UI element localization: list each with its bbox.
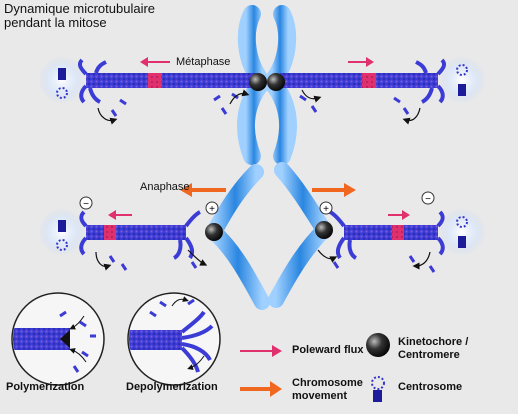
centrosome-icon — [38, 56, 86, 104]
microtubule-bundle — [77, 58, 256, 104]
legend-line: Chromosome — [292, 377, 363, 389]
centrosome-icon — [38, 208, 86, 256]
plus-sign: + — [209, 204, 215, 215]
legend-flux-label: Poleward flux — [292, 344, 364, 356]
kinetochore — [315, 221, 333, 239]
title-line: Dynamique microtubulaire — [4, 1, 156, 16]
kinetochore — [249, 73, 267, 91]
curved-arrows — [95, 249, 431, 271]
legend-movement-arrow — [240, 381, 282, 397]
centrosome-icon — [438, 208, 486, 256]
legend-line: movement — [292, 390, 348, 402]
metaphase-label: Métaphase — [176, 56, 231, 68]
legend-line: Kinetochore / — [398, 336, 469, 348]
title-line: pendant la mitose — [4, 15, 107, 30]
legend-kinetochore-label: Kinetochore / Centromere — [398, 336, 468, 362]
plus-end-marker: + — [205, 201, 219, 215]
kinetochore — [205, 223, 223, 241]
plus-end-marker: + — [319, 201, 333, 215]
microtubule-bundle — [329, 210, 445, 260]
plus-sign: + — [323, 204, 329, 215]
chromosome-movement-arrow — [180, 183, 226, 197]
chromosome-movement-arrow — [312, 183, 356, 197]
legend-centrosome-icon — [371, 376, 385, 402]
poleward-flux-arrow — [348, 57, 374, 67]
diagram-title: Dynamique microtubulaire pendant la mito… — [4, 2, 155, 30]
kinetochore — [267, 73, 285, 91]
legend-flux-arrow — [240, 345, 282, 357]
tubulin-subunits — [108, 255, 436, 273]
minus-sign: − — [83, 199, 89, 210]
anaphase-chromosome — [206, 162, 332, 310]
tubulin-subunits — [110, 92, 410, 117]
legend-centrosome-label: Centrosome — [398, 381, 463, 393]
poleward-flux-arrow — [388, 210, 410, 220]
microtubule-bundle — [79, 210, 201, 260]
curved-arrows — [97, 89, 421, 125]
legend-movement-label: Chromosome movement — [292, 377, 363, 403]
polymerization-inset — [11, 292, 105, 386]
minus-end-marker: − — [79, 196, 93, 210]
poleward-flux-arrow — [108, 210, 132, 220]
minus-end-marker: − — [421, 191, 435, 205]
legend-kinetochore — [366, 333, 390, 357]
depolymerization-caption: Depolymerization — [126, 381, 218, 393]
anaphase-label: Anaphase — [140, 181, 190, 193]
minus-sign: − — [425, 194, 431, 205]
centrosome-icon — [438, 56, 486, 104]
microtubule-bundle — [280, 58, 447, 104]
polymerization-caption: Polymerization — [6, 381, 85, 393]
legend-line: Centromere — [398, 349, 460, 361]
poleward-flux-arrow — [140, 57, 170, 67]
depolymerization-inset — [127, 292, 221, 386]
